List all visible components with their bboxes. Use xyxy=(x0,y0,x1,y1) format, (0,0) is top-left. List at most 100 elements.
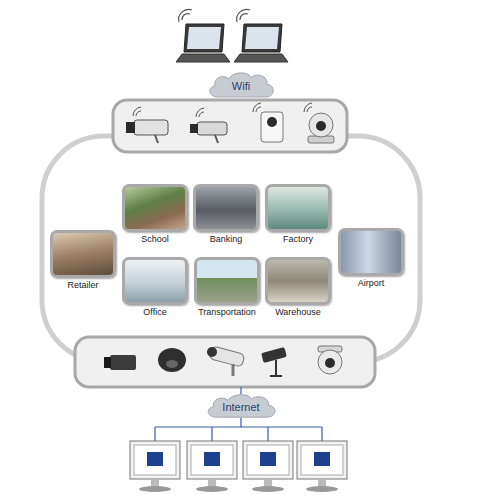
wireless-camera-box xyxy=(113,100,347,152)
wifi-waves xyxy=(133,107,141,116)
wifi-waves xyxy=(196,108,204,117)
monitor-foot xyxy=(306,486,338,492)
site-photo xyxy=(122,257,188,305)
site-photo xyxy=(265,257,331,305)
dome-camera xyxy=(158,348,186,372)
monitor-screen xyxy=(247,445,289,475)
screen-window xyxy=(260,452,276,466)
wireless-camera xyxy=(190,108,227,143)
site-caption: Retailer xyxy=(34,280,132,290)
monitor-neck xyxy=(151,479,159,487)
site-tile: School xyxy=(122,184,188,248)
site-tile: Retailer xyxy=(50,230,116,294)
wifi-waves xyxy=(179,9,192,22)
camera-body xyxy=(261,347,287,363)
camera-mount xyxy=(155,135,158,143)
ptz-camera xyxy=(318,346,342,374)
network-cloud: Wifi xyxy=(205,70,277,100)
monitor xyxy=(243,441,293,492)
monitor-foot xyxy=(139,486,171,492)
wifi-waves xyxy=(253,103,261,112)
laptop-display xyxy=(245,27,279,49)
monitor xyxy=(297,441,347,492)
camera-lens xyxy=(166,360,178,368)
wireless-camera xyxy=(253,103,283,142)
site-photo xyxy=(194,257,260,305)
site-photo xyxy=(193,184,259,232)
monitor-foot xyxy=(196,486,228,492)
site-photo xyxy=(265,184,331,232)
site-ring xyxy=(42,136,420,362)
wire xyxy=(240,387,241,394)
camera-body xyxy=(197,122,227,135)
monitor-frame xyxy=(187,441,237,479)
camera-mount xyxy=(215,135,218,143)
screen-window xyxy=(204,452,220,466)
camera-box xyxy=(75,337,375,387)
camera-lens xyxy=(325,358,335,368)
bullet-camera xyxy=(207,346,245,376)
site-caption: Transportation xyxy=(178,307,276,317)
camera-lens xyxy=(207,347,217,357)
site-caption: Banking xyxy=(177,234,275,244)
monitor xyxy=(187,441,237,492)
site-tile: Factory xyxy=(265,184,331,248)
monitor-frame xyxy=(297,441,347,479)
site-tile: Office xyxy=(122,257,188,321)
laptop-screen xyxy=(242,24,282,52)
stand-camera xyxy=(261,347,287,376)
site-photo xyxy=(50,230,116,278)
camera-body xyxy=(134,120,168,135)
laptop xyxy=(176,9,230,62)
wifi-waves xyxy=(304,103,312,112)
monitor-foot xyxy=(252,486,284,492)
monitor-frame xyxy=(243,441,293,479)
network-cloud: Internet xyxy=(203,392,279,420)
camera-lens xyxy=(126,122,135,133)
site-photo xyxy=(122,184,188,232)
site-tile: Warehouse xyxy=(265,257,331,321)
box-camera xyxy=(104,355,136,370)
laptop-base xyxy=(234,54,288,62)
site-tile: Airport xyxy=(338,228,404,292)
monitor-screen xyxy=(301,445,343,475)
screen-window xyxy=(314,452,330,466)
camera-dome xyxy=(318,350,342,374)
camera-dome xyxy=(158,348,186,372)
laptop-screen xyxy=(184,24,224,52)
site-tile: Banking xyxy=(193,184,259,248)
camera-foot xyxy=(270,375,282,377)
monitor xyxy=(130,441,180,492)
camera-mount xyxy=(232,364,235,376)
camera-stand xyxy=(275,360,277,376)
site-caption: Office xyxy=(106,307,204,317)
screen-window xyxy=(147,452,163,466)
site-caption: Warehouse xyxy=(249,307,347,317)
monitor-frame xyxy=(130,441,180,479)
camera-dome xyxy=(309,113,333,137)
monitor-neck xyxy=(208,479,216,487)
wire xyxy=(155,418,322,441)
laptop-base xyxy=(176,54,230,62)
laptop-display xyxy=(187,27,221,49)
laptop xyxy=(234,9,288,62)
site-caption: Airport xyxy=(322,278,420,288)
network-label: Wifi xyxy=(205,80,277,92)
camera-body xyxy=(261,112,283,142)
wifi-waves xyxy=(237,9,250,22)
network-label: Internet xyxy=(203,401,279,413)
site-tile: Transportation xyxy=(194,257,260,321)
camera-lens xyxy=(104,357,111,368)
monitor-screen xyxy=(191,445,233,475)
monitor-screen xyxy=(134,445,176,475)
site-photo xyxy=(338,228,404,276)
camera-lens xyxy=(267,117,277,127)
site-caption: School xyxy=(106,234,204,244)
monitor-neck xyxy=(264,479,272,487)
monitor-neck xyxy=(318,479,326,487)
wireless-camera xyxy=(126,107,168,143)
camera-lens xyxy=(190,124,198,133)
camera-lens xyxy=(316,121,326,131)
site-caption: Factory xyxy=(249,234,347,244)
camera-body xyxy=(110,355,136,370)
